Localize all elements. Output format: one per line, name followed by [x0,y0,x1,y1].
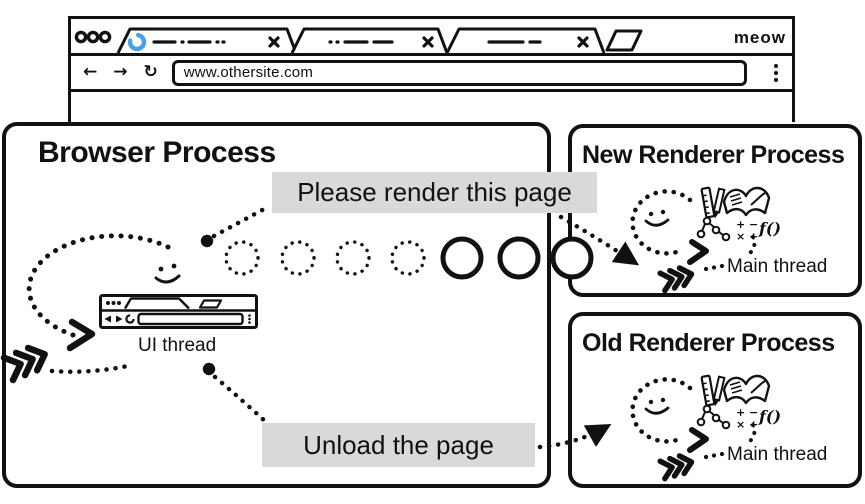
x-icon [422,36,434,48]
main-thread-label-new: Main thread [727,256,828,277]
x-icon [268,36,280,48]
message-render-label: Please render this page [272,172,597,213]
old-renderer-title: Old Renderer Process [582,329,835,357]
x-icon [577,36,589,48]
address-bar-url: www.othersite.com [183,64,314,81]
ui-thread-label: UI thread [138,335,217,356]
browser-process-title: Browser Process [38,136,276,169]
tab-background-2 [445,27,606,54]
browser-window-illustration: meow ← → ↻ www.othersite.com [68,16,795,122]
brand-text: meow [733,28,786,47]
address-bar: www.othersite.com [171,59,747,86]
reload-icon: ↻ [143,62,158,82]
message-unload-label: Unload the page [262,423,535,467]
new-renderer-title: New Renderer Process [582,141,845,169]
tab-background-1 [290,27,449,54]
forward-arrow-icon: → [113,62,128,82]
loading-spinner-icon [127,32,147,52]
tab-bar-art [74,27,643,54]
nav-bar: ← → ↻ www.othersite.com [71,56,792,92]
tab-bar: meow [71,19,792,56]
main-thread-label-old: Main thread [727,444,828,465]
traffic-lights-icon [74,30,112,44]
tab-active [116,27,298,54]
kebab-menu-icon [774,63,780,82]
back-arrow-icon: ← [83,62,98,82]
new-tab-parallelogram-icon [605,29,643,52]
